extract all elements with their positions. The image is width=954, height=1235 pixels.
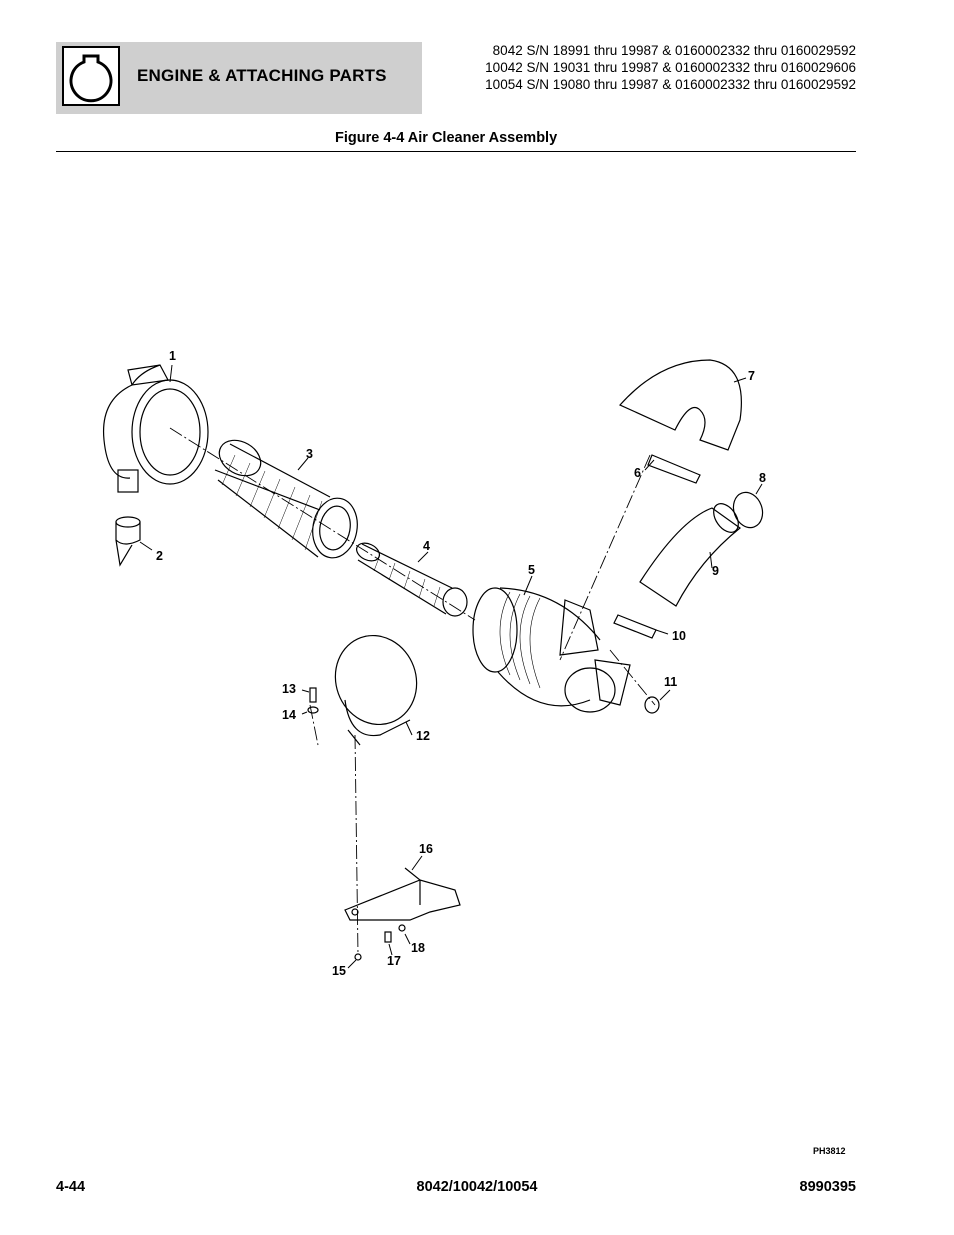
callout-5: 5 [528, 563, 535, 577]
callout-7: 7 [748, 369, 755, 383]
serial-line: 10042 S/N 19031 thru 19987 & 0160002332 … [485, 60, 856, 75]
callout-15: 15 [332, 964, 346, 978]
section-title: ENGINE & ATTACHING PARTS [137, 66, 387, 85]
callout-17: 17 [387, 954, 401, 968]
part-7-inlet-elbow [619, 359, 742, 451]
leader-lines [139, 364, 763, 969]
part-11-cap [644, 696, 660, 714]
part-2-vacuator-valve [115, 516, 141, 567]
model-numbers: 8042/10042/10054 [416, 1179, 538, 1195]
callout-4: 4 [423, 539, 430, 553]
part-17-bolt [384, 931, 392, 943]
part-9-intake-hose [639, 503, 741, 607]
callout-3: 3 [306, 447, 313, 461]
callout-6: 6 [634, 466, 641, 480]
callout-2: 2 [156, 549, 163, 563]
callouts: 1 2 3 4 5 6 7 8 9 10 11 12 13 14 15 16 1… [156, 349, 766, 978]
part-1-housing-cap [102, 364, 209, 493]
page-number: 4-44 [56, 1179, 86, 1195]
callout-10: 10 [672, 629, 686, 643]
callout-16: 16 [419, 842, 433, 856]
part-12-mounting-band [334, 634, 418, 746]
serial-number-range: 8042 S/N 18991 thru 19987 & 0160002332 t… [436, 42, 856, 93]
callout-12: 12 [416, 729, 430, 743]
callout-18: 18 [411, 941, 425, 955]
callout-1: 1 [169, 349, 176, 363]
serial-line: 8042 S/N 18991 thru 19987 & 0160002332 t… [492, 43, 856, 58]
serial-line: 10054 S/N 19080 thru 19987 & 0160002332 … [485, 77, 856, 92]
document-number: 8990395 [799, 1179, 856, 1195]
center-lines [169, 427, 656, 956]
callout-13: 13 [282, 682, 296, 696]
part-16-bracket [344, 867, 461, 921]
part-6-clamp [647, 454, 701, 484]
part-5-air-cleaner-housing [472, 587, 631, 713]
part-4-safety-filter [356, 542, 468, 617]
part-18-washer [398, 924, 406, 932]
figure-title: Figure 4-4 Air Cleaner Assembly [335, 130, 558, 146]
callout-8: 8 [759, 471, 766, 485]
header-rule [56, 151, 856, 152]
part-13-bolt [309, 687, 317, 703]
part-8-hose-clamp [732, 491, 764, 529]
part-10-clamp [613, 614, 657, 639]
part-3-primary-filter [214, 439, 358, 559]
part-15-nut [354, 953, 362, 961]
engine-icon [62, 46, 120, 106]
part-14-washer [307, 706, 319, 714]
callout-11: 11 [664, 675, 677, 689]
callout-14: 14 [282, 708, 296, 722]
figure-code: PH3812 [813, 1146, 846, 1156]
callout-9: 9 [712, 564, 719, 578]
